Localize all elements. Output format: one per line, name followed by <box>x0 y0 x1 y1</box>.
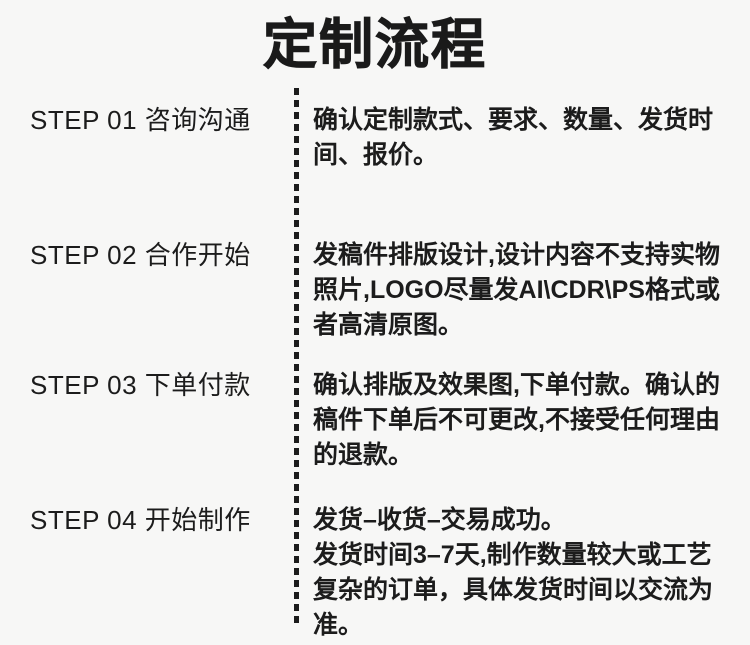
step-label: STEP 01 咨询沟通 <box>30 105 251 135</box>
step-label: STEP 02 合作开始 <box>30 240 251 270</box>
dashed-vertical-divider <box>294 88 299 626</box>
step-paragraph: 确认定制款式、要求、数量、发货时间、报价。 <box>313 106 714 169</box>
step-body: 确认排版及效果图,下单付款。确认的稿件下单后不可更改,不接受任何理由的退款。 <box>313 368 733 473</box>
step-label: STEP 03 下单付款 <box>30 370 251 400</box>
page-title: 定制流程 <box>263 15 487 76</box>
step-label: STEP 04 开始制作 <box>30 505 251 535</box>
step-body: 发货–收货–交易成功。 发货时间3–7天,制作数量较大或工艺复杂的订单，具体发货… <box>313 503 733 643</box>
step-body: 确认定制款式、要求、数量、发货时间、报价。 <box>313 103 733 173</box>
step-paragraph: 确认排版及效果图,下单付款。确认的稿件下单后不可更改,不接受任何理由的退款。 <box>313 371 720 469</box>
step-paragraph: 发稿件排版设计,设计内容不支持实物照片,LOGO尽量发AI\CDR\PS格式或者… <box>313 241 720 339</box>
step-paragraph: 发货时间3–7天,制作数量较大或工艺复杂的订单，具体发货时间以交流为准。 <box>313 541 714 639</box>
step-paragraph: 发货–收货–交易成功。 <box>313 506 566 534</box>
step-body: 发稿件排版设计,设计内容不支持实物照片,LOGO尽量发AI\CDR\PS格式或者… <box>313 238 733 343</box>
